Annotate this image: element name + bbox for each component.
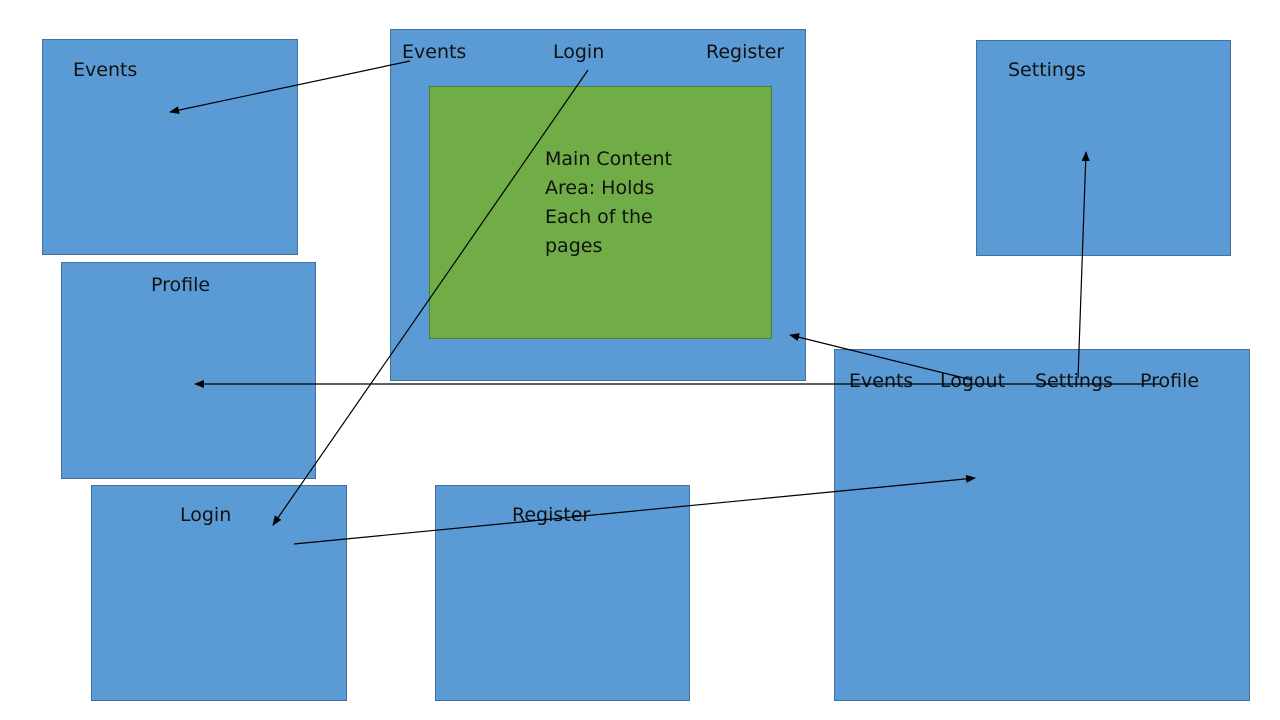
login-page-title: Login bbox=[180, 504, 232, 526]
nav-login-link[interactable]: Login bbox=[553, 41, 605, 63]
nav-profile-link[interactable]: Profile bbox=[1140, 370, 1200, 392]
nav-events-link[interactable]: Events bbox=[402, 41, 467, 63]
nav-events-link-loggedin[interactable]: Events bbox=[849, 370, 914, 392]
home-layout-box: Events Login Register Main Content Area:… bbox=[390, 29, 806, 381]
events-page-title: Events bbox=[73, 59, 138, 81]
nav-logout-link[interactable]: Logout bbox=[940, 370, 1006, 392]
login-page-box: Login bbox=[91, 485, 347, 701]
main-content-area: Main Content Area: Holds Each of the pag… bbox=[429, 86, 772, 339]
profile-page-box: Profile bbox=[61, 262, 316, 479]
register-page-box: Register bbox=[435, 485, 690, 701]
settings-page-box: Settings bbox=[976, 40, 1231, 256]
profile-page-title: Profile bbox=[151, 274, 211, 296]
nav-register-link[interactable]: Register bbox=[706, 41, 785, 63]
main-content-label: Main Content Area: Holds Each of the pag… bbox=[545, 148, 672, 257]
register-page-title: Register bbox=[512, 504, 591, 526]
nav-settings-link[interactable]: Settings bbox=[1035, 370, 1113, 392]
settings-page-title: Settings bbox=[1008, 59, 1086, 81]
logged-in-layout-box: Events Logout Settings Profile bbox=[834, 349, 1250, 701]
events-page-box: Events bbox=[42, 39, 298, 255]
